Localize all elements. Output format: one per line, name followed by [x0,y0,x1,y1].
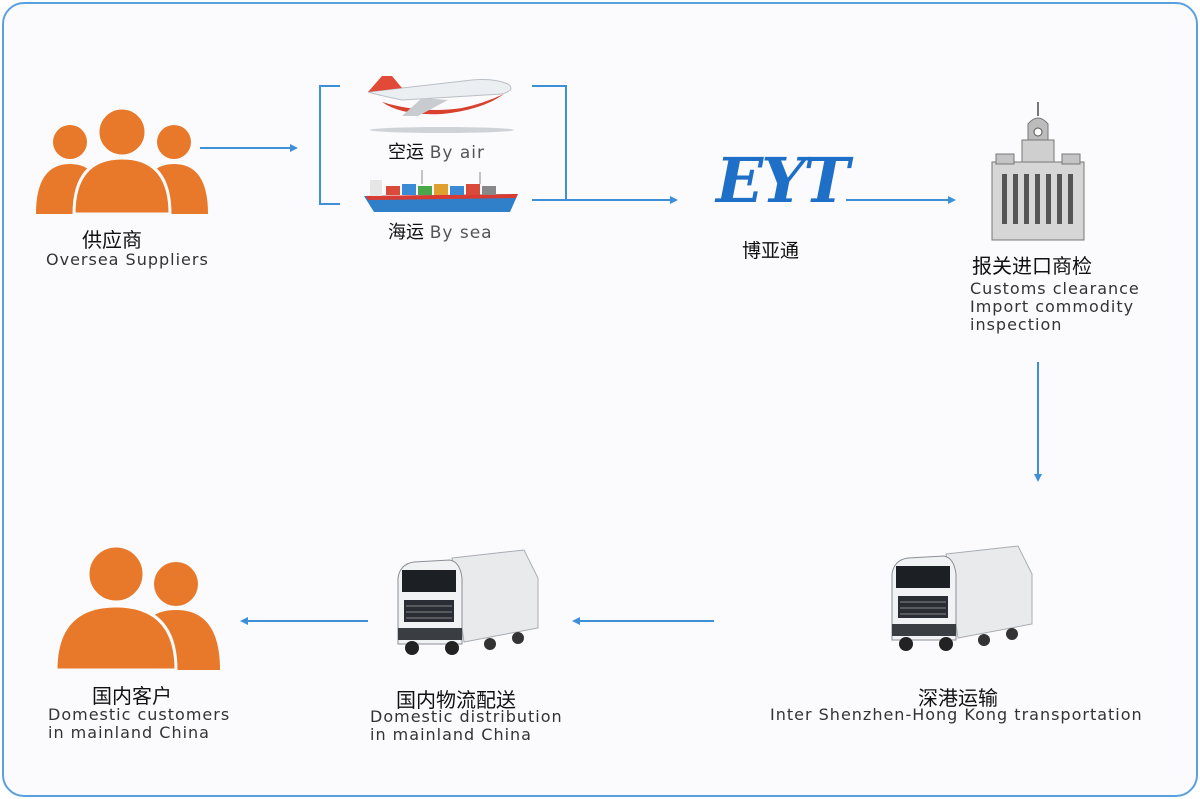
people-icon [36,106,208,216]
logo-label: 博亚通 [742,240,800,262]
szhk-label-en: Inter Shenzhen-Hong Kong transportation [770,705,1143,724]
bracket-left [319,85,678,205]
distribution-label: 国内物流配送 [396,688,516,712]
szhk-label: 深港运输 [918,686,998,710]
logo-mark: EYT [716,144,850,217]
customs-label-en-3: inspection [970,315,1063,334]
air-label: 空运 By air [388,138,485,164]
sea-label-en: By sea [429,223,493,243]
arrow-logo-to-customs [846,196,956,204]
truck-icon [397,549,539,655]
air-label-cn: 空运 [388,142,424,163]
suppliers-label: 供应商 [82,228,142,252]
arrow-szhk-to-distribution [572,617,714,625]
sea-label: 海运 By sea [388,218,493,244]
customers-label-en-1: Domestic customers [48,705,231,724]
airplane-icon [367,76,514,133]
truck-icon [891,545,1033,651]
customers-label-en-2: in mainland China [48,723,210,742]
customers-label: 国内客户 [92,684,172,708]
customs-label-en-2: Import commodity [970,297,1135,316]
people-icon [54,544,220,672]
customs-building-icon [991,102,1085,241]
arrow-customs-to-szhk [1034,362,1042,482]
customs-label: 报关进口商检 [972,254,1092,278]
customs-label-en-1: Customs clearance [970,279,1140,298]
ship-icon [364,170,518,212]
distribution-label-en-2: in mainland China [370,725,532,744]
arrow-distribution-to-customers [240,617,368,625]
air-label-en: By air [429,143,485,163]
arrow-suppliers-to-transport [200,144,298,152]
distribution-label-en-1: Domestic distribution [370,707,563,726]
suppliers-label-en: Oversea Suppliers [46,250,209,269]
sea-label-cn: 海运 [388,222,424,243]
